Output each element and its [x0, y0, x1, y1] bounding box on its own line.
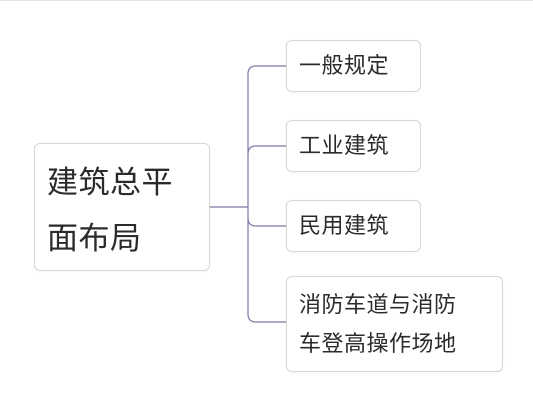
connector-child-2: [247, 217, 287, 227]
root-node[interactable]: 建筑总平 面布局: [34, 143, 210, 271]
connector-child-1: [247, 145, 287, 155]
child-node-label: 一般规定: [299, 54, 390, 79]
child-node-industrial-buildings[interactable]: 工业建筑: [286, 120, 421, 172]
child-node-civil-buildings[interactable]: 民用建筑: [286, 200, 421, 252]
child-node-general-provisions[interactable]: 一般规定: [286, 40, 421, 92]
child-node-label-line-1: 消防车道与消防: [299, 293, 457, 318]
top-divider: [0, 0, 533, 1]
child-node-label: 民用建筑: [299, 214, 390, 239]
root-node-label-line-2: 面布局: [47, 221, 142, 257]
connector-child-3: [247, 313, 287, 323]
connector-child-0: [247, 65, 287, 75]
child-node-label-line-2: 车登高操作场地: [299, 332, 457, 357]
child-node-label: 工业建筑: [299, 134, 390, 159]
child-node-fire-lanes[interactable]: 消防车道与消防 车登高操作场地: [286, 276, 503, 372]
root-node-label-line-1: 建筑总平: [47, 165, 173, 201]
